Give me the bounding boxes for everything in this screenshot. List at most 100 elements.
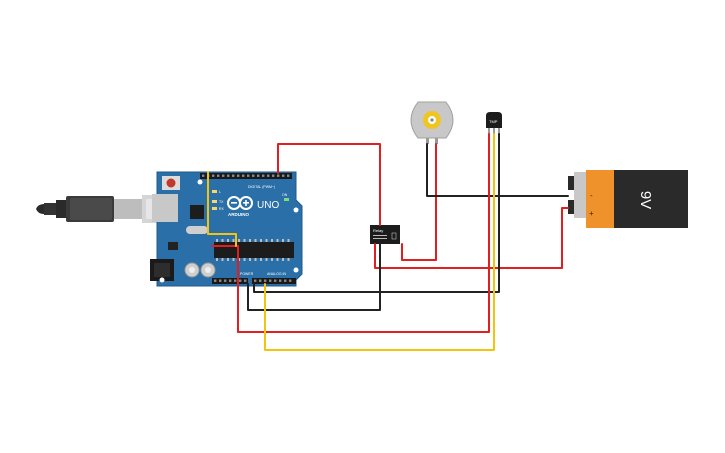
header-pin[interactable] <box>252 174 255 177</box>
header-pin[interactable] <box>214 279 217 282</box>
label-power: POWER <box>240 272 254 276</box>
usb-chip <box>190 205 204 219</box>
battery-minus-label: - <box>590 191 593 200</box>
battery-plus-label: + <box>589 209 594 218</box>
mcu-leg[interactable] <box>249 258 251 261</box>
relay-label: Relay <box>373 228 383 233</box>
mcu-leg[interactable] <box>232 239 235 242</box>
wire-black-motor-to-battery[interactable] <box>426 143 569 197</box>
header-pin[interactable] <box>232 174 235 177</box>
mcu-leg[interactable] <box>265 239 268 242</box>
mcu-leg[interactable] <box>243 258 246 261</box>
mcu-leg[interactable] <box>254 258 257 261</box>
header-pin[interactable] <box>227 174 230 177</box>
mcu-leg[interactable] <box>216 239 218 242</box>
mcu-leg[interactable] <box>249 239 251 242</box>
battery-negative-terminal[interactable] <box>568 176 574 190</box>
temperature-sensor[interactable]: TMP <box>486 112 502 134</box>
mcu-leg[interactable] <box>276 258 279 261</box>
wire-red-5v-to-sensor[interactable] <box>211 133 490 333</box>
header-pin[interactable] <box>257 174 260 177</box>
wire-black-gnd-to-relay[interactable] <box>247 243 381 311</box>
header-pin[interactable] <box>254 279 257 282</box>
header-pin[interactable] <box>212 174 215 177</box>
mount-hole <box>293 207 299 213</box>
header-pin[interactable] <box>274 279 277 282</box>
header-pin[interactable] <box>247 174 250 177</box>
header-pin[interactable] <box>244 279 247 282</box>
arduino-uno-board[interactable]: L TX RX ON DIGITAL (PWM~) POWER ANALOG I… <box>150 171 303 287</box>
header-pin[interactable] <box>262 174 265 177</box>
header-pin[interactable] <box>267 174 270 177</box>
mcu-leg[interactable] <box>287 239 290 242</box>
wire-yellow-signal-to-sensor[interactable] <box>207 133 495 351</box>
mcu-leg[interactable] <box>254 239 257 242</box>
relay-module[interactable]: Relay <box>370 225 400 244</box>
header-pin[interactable] <box>259 279 262 282</box>
arduino-logo-icon <box>227 196 253 210</box>
mcu-leg[interactable] <box>260 239 262 242</box>
mcu-leg[interactable] <box>276 239 279 242</box>
header-pin[interactable] <box>224 279 227 282</box>
mcu-leg[interactable] <box>265 258 268 261</box>
mcu-leg[interactable] <box>216 258 218 261</box>
mcu-leg[interactable] <box>238 239 240 242</box>
usb-jack <box>152 194 178 222</box>
header-pin[interactable] <box>272 174 275 177</box>
mcu-leg[interactable] <box>227 239 229 242</box>
mount-hole <box>197 179 203 185</box>
label-rx: RX <box>219 207 225 211</box>
arduino-brand-text: ARDUINO <box>228 212 249 217</box>
mcu-leg[interactable] <box>271 239 273 242</box>
digital-header[interactable] <box>200 173 292 179</box>
header-pin[interactable] <box>234 279 237 282</box>
mount-hole <box>159 277 165 283</box>
header-pin[interactable] <box>239 279 242 282</box>
battery-positive-terminal[interactable] <box>568 200 574 214</box>
mcu-leg[interactable] <box>243 239 246 242</box>
mcu-leg[interactable] <box>271 258 273 261</box>
header-pin[interactable] <box>229 279 232 282</box>
mcu-leg[interactable] <box>282 239 284 242</box>
led-l <box>212 190 217 193</box>
header-pin[interactable] <box>222 174 225 177</box>
reset-button[interactable] <box>162 176 180 190</box>
atmega-microcontroller <box>214 242 294 258</box>
uno-model-text: UNO <box>257 200 279 211</box>
capacitor-2 <box>200 262 216 278</box>
header-pin[interactable] <box>269 279 272 282</box>
mcu-leg[interactable] <box>232 258 235 261</box>
mcu-leg[interactable] <box>287 258 290 261</box>
mcu-leg[interactable] <box>260 258 262 261</box>
mcu-leg[interactable] <box>221 239 224 242</box>
header-pin[interactable] <box>219 279 222 282</box>
led-tx <box>212 200 217 203</box>
header-pin[interactable] <box>202 174 205 177</box>
header-pin[interactable] <box>287 174 290 177</box>
mcu-leg[interactable] <box>221 258 224 261</box>
mcu-leg[interactable] <box>227 258 229 261</box>
sensor-label: TMP <box>489 119 498 124</box>
header-pin[interactable] <box>282 174 285 177</box>
header-pin[interactable] <box>284 279 287 282</box>
battery-voltage-label: 9V <box>637 191 654 209</box>
header-pin[interactable] <box>289 279 292 282</box>
wire-red-relay-to-battery[interactable] <box>374 207 569 269</box>
label-l: L <box>219 190 221 194</box>
label-on: ON <box>282 193 288 197</box>
battery-9v[interactable]: - + 9V <box>568 170 688 228</box>
wire-black-gnd-to-sensor[interactable] <box>253 133 500 293</box>
header-pin[interactable] <box>279 279 282 282</box>
wire-red-relay-to-motor[interactable] <box>401 143 437 261</box>
mcu-leg[interactable] <box>282 258 284 261</box>
header-pin[interactable] <box>217 174 220 177</box>
label-digital: DIGITAL (PWM~) <box>248 185 275 189</box>
wire-red-pin-to-relay[interactable] <box>277 143 381 226</box>
dc-motor[interactable] <box>410 101 454 144</box>
led-on <box>284 198 289 201</box>
header-pin[interactable] <box>277 174 280 177</box>
header-pin[interactable] <box>237 174 240 177</box>
header-pin[interactable] <box>242 174 245 177</box>
header-pin[interactable] <box>264 279 267 282</box>
